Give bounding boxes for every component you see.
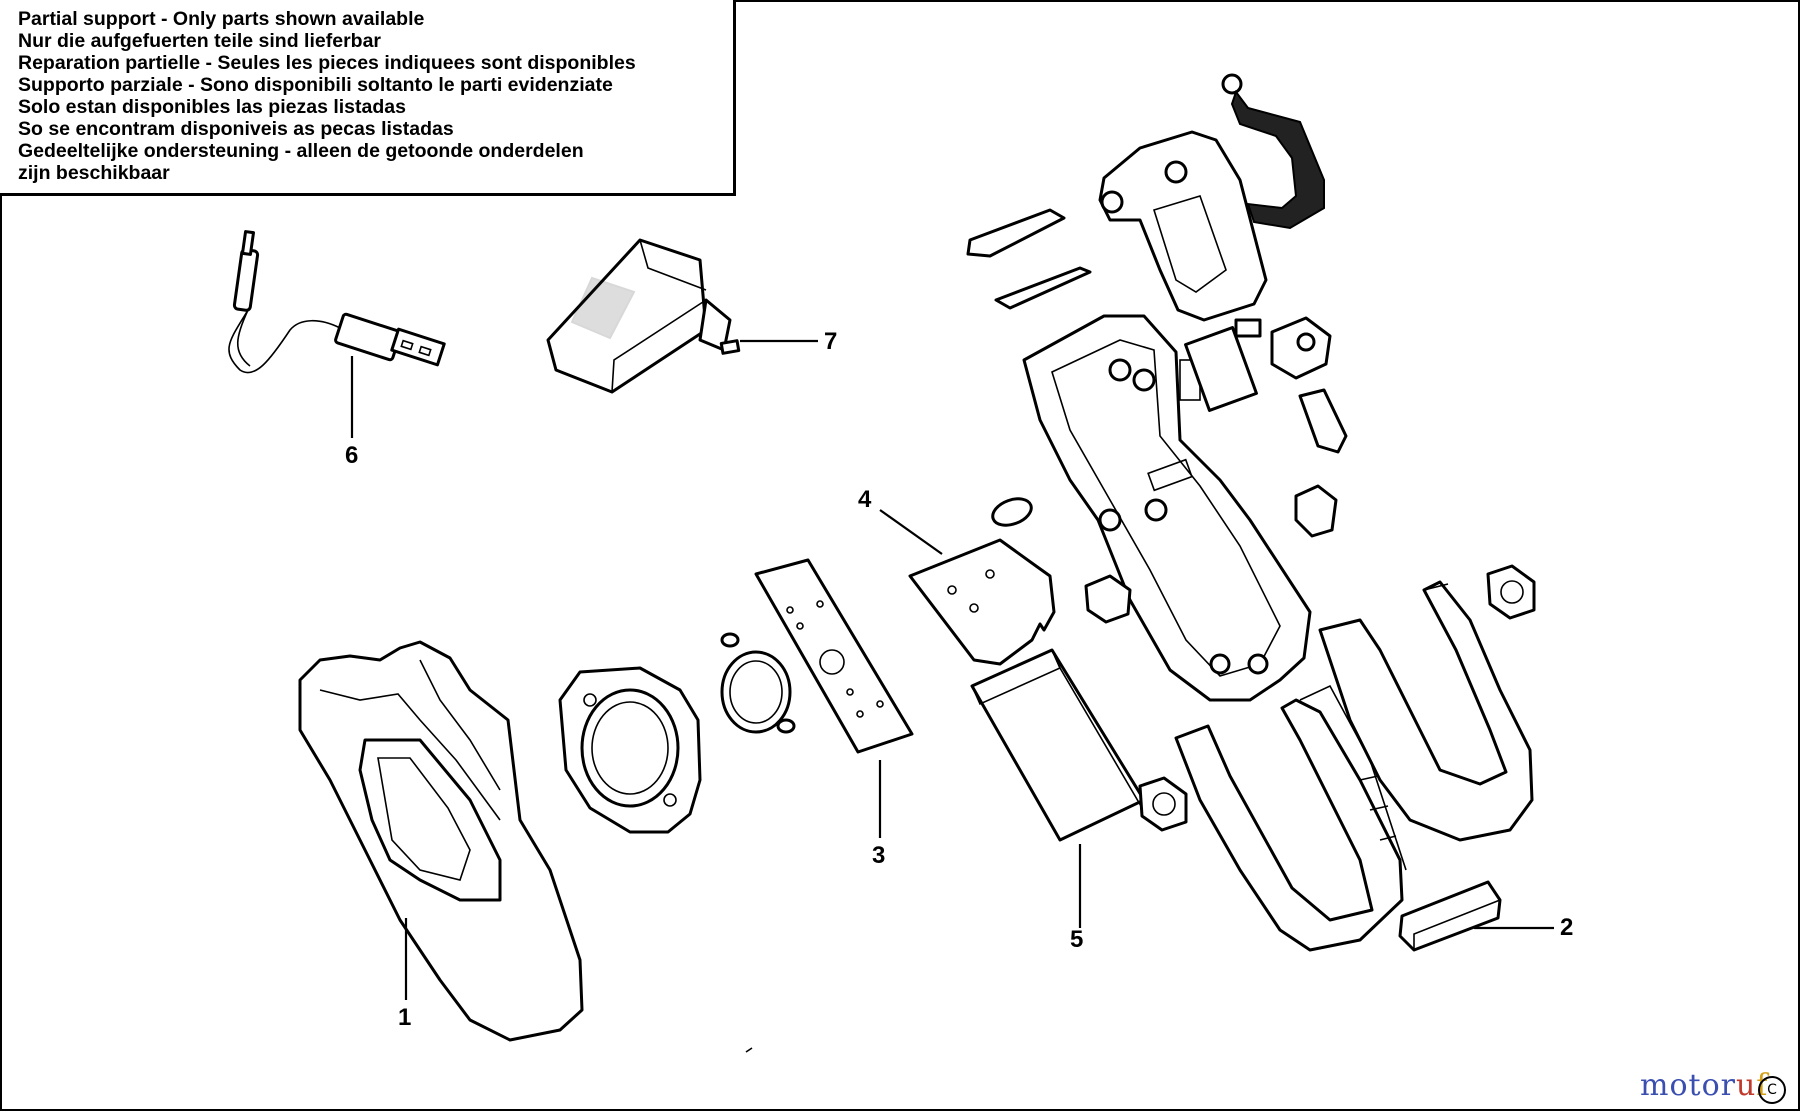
switch-assembly[interactable]	[1184, 316, 1348, 538]
hook-bracket-upper[interactable]	[1098, 130, 1268, 322]
partial-support-notice: Partial support - Only parts shown avail…	[0, 0, 736, 196]
copyright-icon: C	[1758, 1076, 1786, 1104]
part-4-pcb[interactable]	[879, 494, 1056, 666]
notice-line-fr: Reparation partielle - Seules les pieces…	[18, 52, 636, 74]
callout-3[interactable]: 3	[872, 842, 886, 869]
rear-housing-frame[interactable]	[1022, 314, 1312, 702]
hanging-hook[interactable]	[1221, 73, 1325, 230]
part-3-led-board[interactable]	[754, 558, 914, 838]
watermark-part-b: u	[1735, 1068, 1757, 1103]
stray-mark	[745, 1047, 753, 1053]
part-1-housing-front[interactable]	[298, 640, 584, 1042]
notice-line-nl-cont: zijn beschikbaar	[18, 162, 170, 184]
switch-cover-plates[interactable]	[966, 208, 1092, 310]
rear-u-cover[interactable]	[1318, 580, 1534, 842]
part-7-charger[interactable]	[546, 238, 818, 394]
hex-nut-upper[interactable]	[1486, 564, 1536, 620]
notice-line-nl: Gedeeltelijke ondersteuning - alleen de …	[18, 140, 584, 162]
notice-line-pt: So se encontram disponiveis as pecas lis…	[18, 118, 454, 140]
part-5-battery[interactable]	[970, 648, 1149, 928]
callout-1[interactable]: 1	[398, 1004, 412, 1031]
callout-5[interactable]: 5	[1070, 926, 1084, 953]
notice-line-es: Solo estan disponibles las piezas listad…	[18, 96, 406, 118]
watermark-logo: motoruf	[1640, 1068, 1768, 1103]
callout-2[interactable]: 2	[1560, 914, 1574, 941]
part-2-foot-pad[interactable]	[1398, 880, 1554, 952]
notice-line-de: Nur die aufgefuerten teile sind lieferba…	[18, 30, 381, 52]
callout-7[interactable]: 7	[824, 328, 838, 355]
hex-nut-lower[interactable]	[1138, 776, 1188, 832]
callout-4[interactable]: 4	[858, 486, 872, 513]
lens-disc[interactable]	[720, 632, 796, 734]
part-6-usb-cable[interactable]	[228, 230, 446, 438]
watermark-part-a: motor	[1640, 1068, 1736, 1103]
notice-line-en: Partial support - Only parts shown avail…	[18, 8, 425, 30]
lens-ring[interactable]	[558, 666, 702, 834]
callout-6[interactable]: 6	[345, 442, 359, 469]
notice-line-it: Supporto parziale - Sono disponibili sol…	[18, 74, 613, 96]
spacer-clip[interactable]	[1084, 574, 1132, 624]
